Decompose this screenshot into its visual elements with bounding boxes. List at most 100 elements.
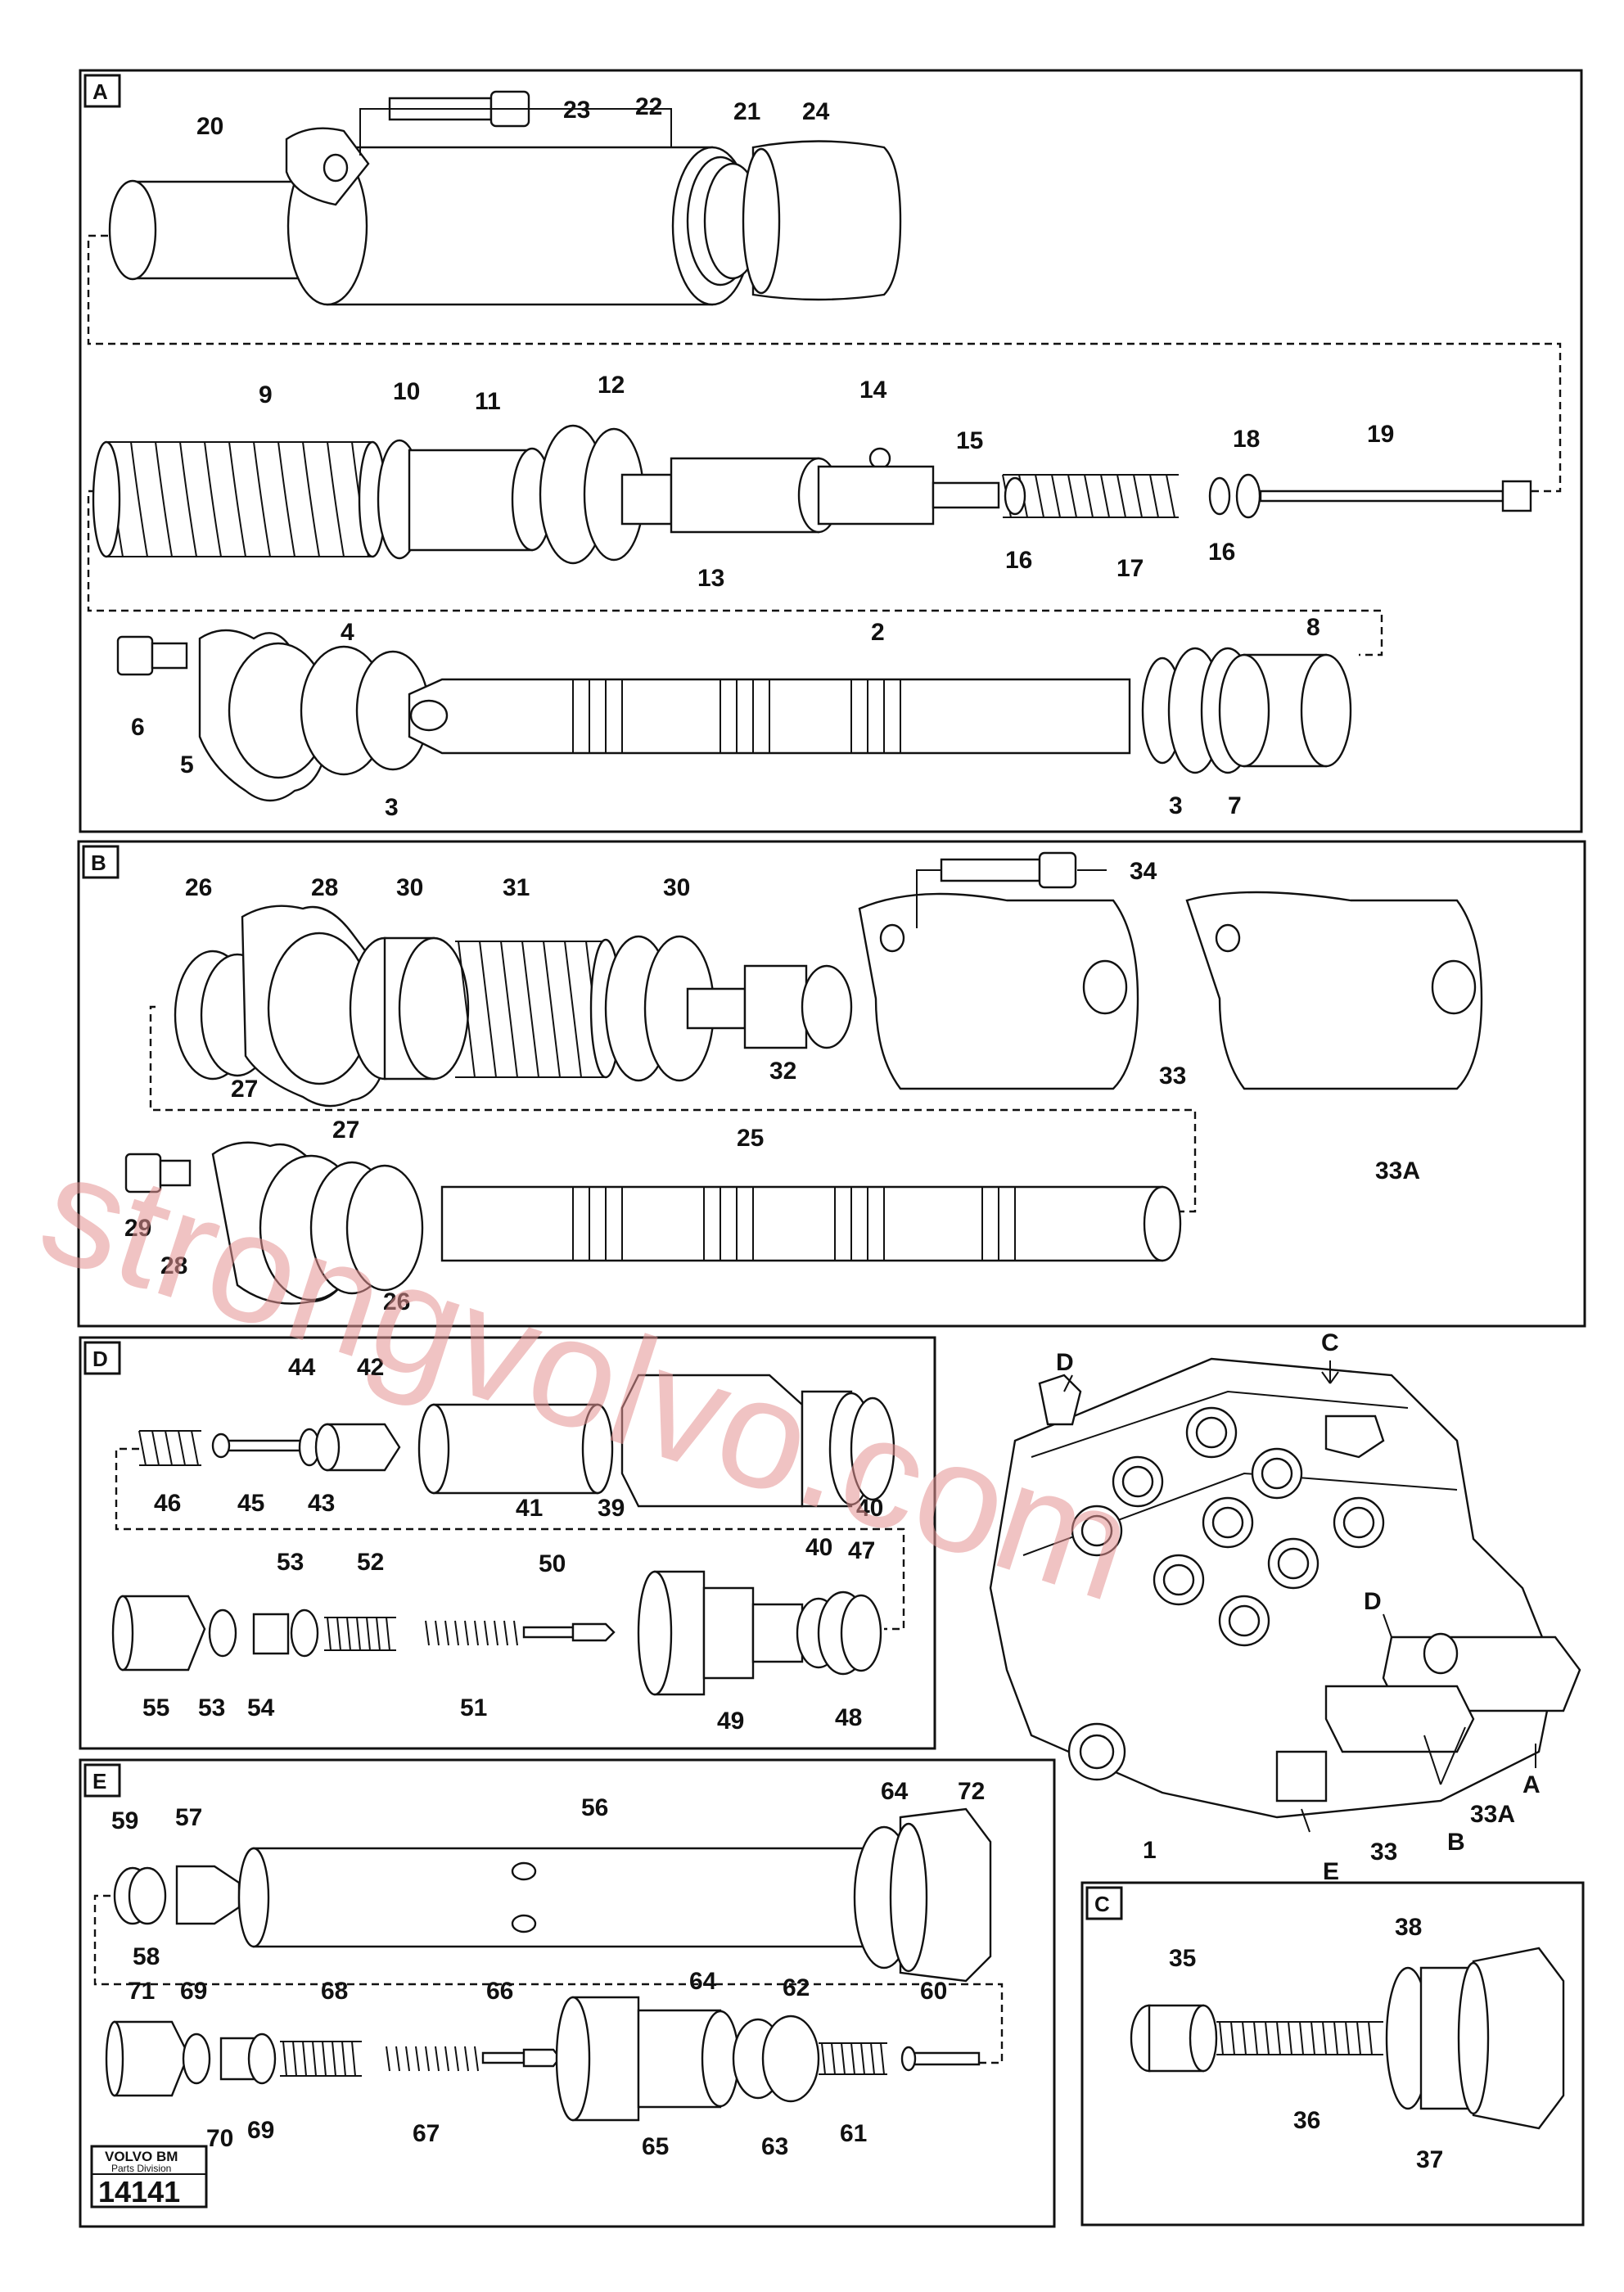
label-7: 7 bbox=[1228, 792, 1242, 819]
label-28: 28 bbox=[311, 874, 338, 901]
part-labels-assembly: C D D 1 E 33 B 33A A bbox=[1056, 1329, 1541, 1885]
label-56: 56 bbox=[581, 1794, 608, 1821]
label-30: 30 bbox=[396, 874, 423, 901]
panel-d: D bbox=[79, 1336, 936, 1750]
callout-b: B bbox=[1447, 1829, 1465, 1856]
label-29: 29 bbox=[124, 1215, 151, 1242]
label-33a: 33A bbox=[1375, 1157, 1420, 1184]
label-33: 33 bbox=[1159, 1063, 1186, 1090]
label-19: 19 bbox=[1367, 421, 1394, 448]
part-labels-c: 35 38 36 37 bbox=[1169, 1914, 1443, 2173]
label-13: 13 bbox=[697, 565, 724, 592]
label-46: 46 bbox=[154, 1490, 181, 1517]
label-5: 5 bbox=[180, 751, 194, 778]
label-1: 1 bbox=[1143, 1837, 1157, 1864]
label-64b: 64 bbox=[689, 1968, 717, 1995]
label-26b: 26 bbox=[383, 1288, 410, 1315]
label-6: 6 bbox=[131, 714, 145, 741]
label-55: 55 bbox=[142, 1694, 169, 1721]
label-49: 49 bbox=[717, 1708, 744, 1735]
label-4: 4 bbox=[341, 619, 354, 646]
d-row-2 bbox=[111, 1570, 882, 1696]
label-15: 15 bbox=[956, 427, 983, 454]
coil-spring-b bbox=[455, 938, 622, 1079]
label-43: 43 bbox=[308, 1490, 335, 1517]
e-row-1 bbox=[93, 1807, 1004, 2064]
callout-c: C bbox=[1321, 1329, 1339, 1356]
label-64: 64 bbox=[881, 1778, 909, 1805]
panel-tag: C bbox=[1094, 1892, 1110, 1916]
part-labels-e: 59 57 56 64 72 58 71 69 68 66 64 62 60 7… bbox=[111, 1778, 985, 2160]
callout-d-left: D bbox=[1056, 1349, 1074, 1376]
part-labels-a: 20 23 22 21 24 9 10 11 12 14 15 18 19 13… bbox=[131, 93, 1394, 821]
label-38: 38 bbox=[1395, 1914, 1422, 1941]
label-26: 26 bbox=[185, 874, 212, 901]
label-8: 8 bbox=[1306, 614, 1320, 641]
label-40: 40 bbox=[856, 1495, 883, 1522]
label-27: 27 bbox=[231, 1076, 258, 1103]
valve-assembly: C D D 1 E 33 B 33A A bbox=[989, 1329, 1581, 1885]
label-14: 14 bbox=[859, 377, 887, 404]
label-31: 31 bbox=[503, 874, 530, 901]
label-2: 2 bbox=[871, 619, 885, 646]
label-48: 48 bbox=[835, 1704, 862, 1731]
label-51: 51 bbox=[460, 1694, 487, 1721]
part-labels-b: 26 28 30 31 30 34 27 32 33 33A 27 25 29 … bbox=[124, 858, 1420, 1315]
label-28b: 28 bbox=[160, 1252, 187, 1279]
small-spring bbox=[1002, 474, 1179, 518]
label-66: 66 bbox=[486, 1978, 513, 2005]
b-row-2 bbox=[124, 1141, 1182, 1305]
label-36: 36 bbox=[1293, 2107, 1320, 2134]
e-row-2 bbox=[105, 1996, 981, 2122]
label-16: 16 bbox=[1005, 547, 1032, 574]
label-3b: 3 bbox=[1169, 792, 1183, 819]
label-39: 39 bbox=[598, 1495, 625, 1522]
logo-division: Parts Division bbox=[111, 2163, 171, 2174]
label-40b: 40 bbox=[805, 1534, 832, 1561]
label-71: 71 bbox=[128, 1978, 155, 2005]
label-42: 42 bbox=[357, 1354, 384, 1381]
spool-grooves bbox=[572, 679, 901, 753]
panel-c: C 35 38 36 37 bbox=[1080, 1881, 1585, 2227]
panel-tag: A bbox=[92, 79, 108, 104]
spool-grooves-b bbox=[572, 1187, 1016, 1261]
label-30b: 30 bbox=[663, 874, 690, 901]
label-59: 59 bbox=[111, 1807, 138, 1834]
label-33a-assembly: 33A bbox=[1470, 1801, 1515, 1828]
label-20: 20 bbox=[196, 113, 223, 140]
label-27b: 27 bbox=[332, 1117, 359, 1144]
label-23: 23 bbox=[563, 97, 590, 124]
label-60: 60 bbox=[920, 1978, 947, 2005]
label-45: 45 bbox=[237, 1490, 264, 1517]
label-68: 68 bbox=[321, 1978, 348, 2005]
label-25: 25 bbox=[737, 1125, 764, 1152]
d-row-1 bbox=[115, 1374, 905, 1631]
label-18: 18 bbox=[1233, 426, 1260, 453]
panel-a: A bbox=[79, 69, 1583, 833]
label-32: 32 bbox=[769, 1058, 796, 1085]
label-17: 17 bbox=[1116, 555, 1144, 582]
cylinder-row bbox=[87, 90, 1562, 493]
label-52: 52 bbox=[357, 1549, 384, 1576]
panel-tag: D bbox=[92, 1347, 108, 1371]
volvo-bm-logo: VOLVO BM Parts Division 14141 bbox=[90, 2145, 208, 2209]
spring-row bbox=[87, 424, 1532, 656]
label-24: 24 bbox=[802, 98, 830, 125]
label-65: 65 bbox=[642, 2133, 669, 2160]
label-54: 54 bbox=[247, 1694, 275, 1721]
label-47: 47 bbox=[848, 1537, 875, 1564]
label-3: 3 bbox=[385, 794, 399, 821]
label-63: 63 bbox=[761, 2133, 788, 2160]
label-57: 57 bbox=[175, 1804, 202, 1831]
logo-number: 14141 bbox=[98, 2175, 180, 2209]
label-12: 12 bbox=[598, 372, 625, 399]
callout-e: E bbox=[1323, 1858, 1339, 1885]
label-72: 72 bbox=[958, 1778, 985, 1805]
label-10: 10 bbox=[393, 378, 420, 405]
label-33-assembly: 33 bbox=[1370, 1839, 1397, 1866]
label-44: 44 bbox=[288, 1354, 316, 1381]
label-16b: 16 bbox=[1208, 539, 1235, 566]
label-35: 35 bbox=[1169, 1945, 1196, 1972]
label-34: 34 bbox=[1130, 858, 1157, 885]
